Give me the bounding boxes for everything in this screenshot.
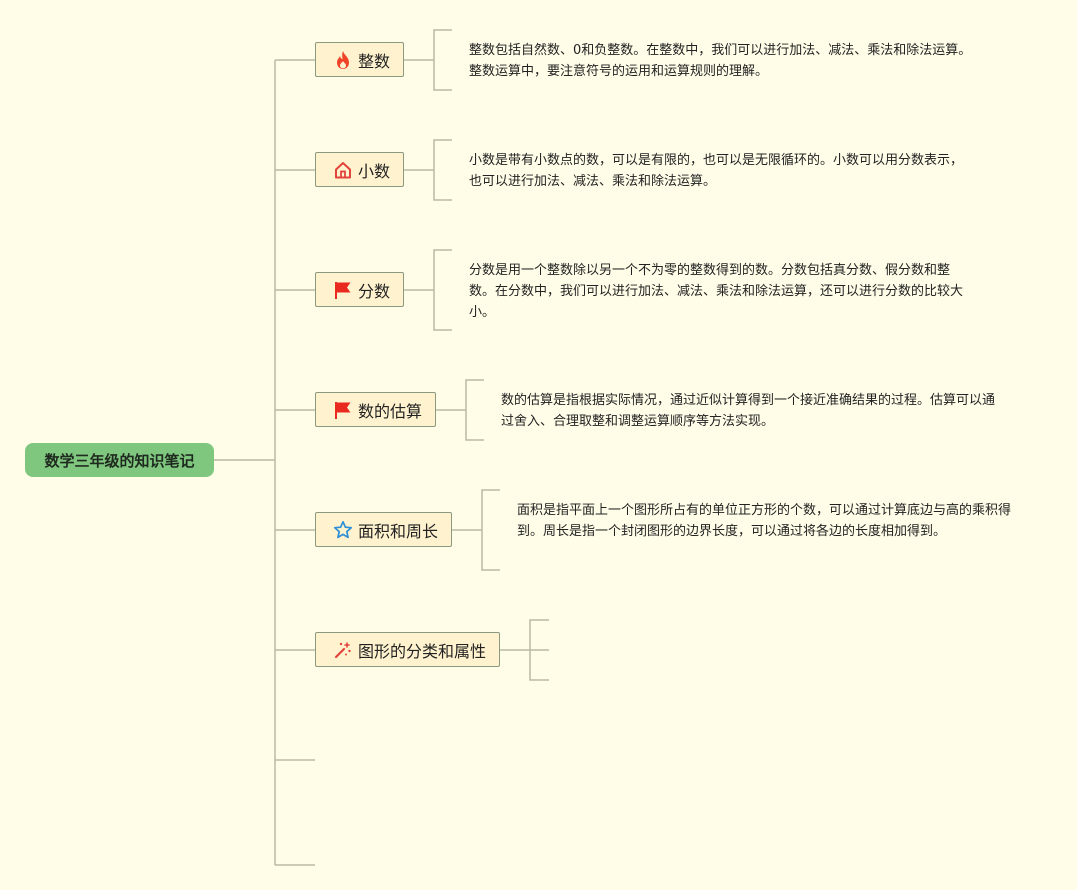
note-fractions: 分数是用一个整数除以另一个不为零的整数得到的数。分数包括真分数、假分数和整数。在… <box>469 263 964 320</box>
connector-note-5 <box>452 489 500 571</box>
note-integers: 整数包括自然数、0和负整数。在整数中，我们可以进行加法、减法、乘法和除法运算。整… <box>469 43 972 79</box>
note-decimals: 小数是带有小数点的数，可以是有限的，也可以是无限循环的。小数可以用分数表示，也可… <box>469 153 964 189</box>
red-flag-icon <box>333 400 353 420</box>
topic-decimals[interactable]: 小数 <box>315 152 404 187</box>
topic-integers[interactable]: 整数 <box>315 42 404 77</box>
topic-shapes-classification[interactable]: 图形的分类和属性 <box>315 632 500 667</box>
connector-note-1 <box>404 29 452 91</box>
topic-label: 面积和周长 <box>358 521 439 541</box>
magic-wand-icon <box>333 640 353 660</box>
topic-area-perimeter[interactable]: 面积和周长 <box>315 512 452 547</box>
connector-note-4 <box>436 379 484 441</box>
topic-label: 小数 <box>358 161 391 181</box>
star-outline-icon <box>333 520 353 540</box>
topic-label: 分数 <box>358 281 391 301</box>
topic-label: 数的估算 <box>358 401 423 421</box>
root-topic-label: 数学三年级的知识笔记 <box>44 451 195 470</box>
topic-label: 图形的分类和属性 <box>358 641 487 661</box>
note-area-perimeter: 面积是指平面上一个图形所占有的单位正方形的个数，可以通过计算底边与高的乘积得到。… <box>517 503 1012 539</box>
note-estimation: 数的估算是指根据实际情况，通过近似计算得到一个接近准确结果的过程。估算可以通过舍… <box>501 393 996 429</box>
root-topic[interactable]: 数学三年级的知识笔记 <box>25 443 214 477</box>
connector-note-2 <box>404 139 452 201</box>
topic-estimation[interactable]: 数的估算 <box>315 392 436 427</box>
red-flag-icon <box>333 280 353 300</box>
topic-fractions[interactable]: 分数 <box>315 272 404 307</box>
fire-icon <box>333 50 353 70</box>
home-icon <box>333 160 353 180</box>
topic-label: 整数 <box>358 51 391 71</box>
connector-note-3 <box>404 249 452 331</box>
connector-note-6 <box>500 619 549 681</box>
